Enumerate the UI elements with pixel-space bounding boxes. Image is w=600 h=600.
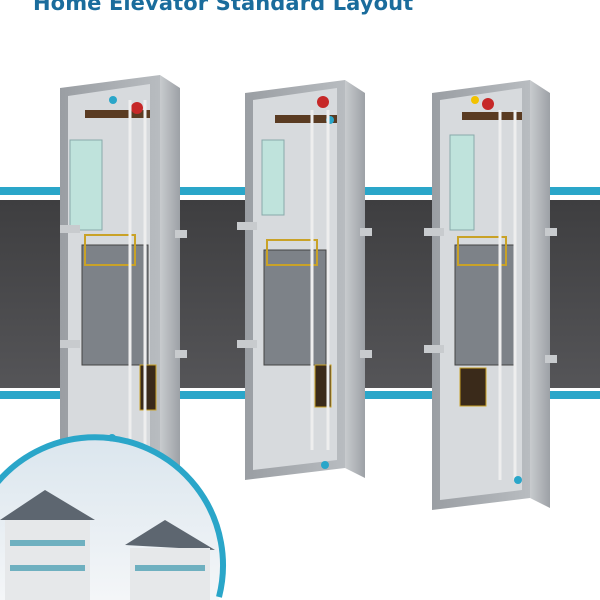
- elevator-layout-1: [60, 75, 187, 495]
- building-photo: [0, 434, 226, 600]
- photo-ring: [0, 434, 226, 598]
- elevator-layout-2: [237, 80, 372, 480]
- page-title: Home Elevator Standard Layout: [33, 0, 414, 15]
- elevator-layout-3: [424, 80, 557, 510]
